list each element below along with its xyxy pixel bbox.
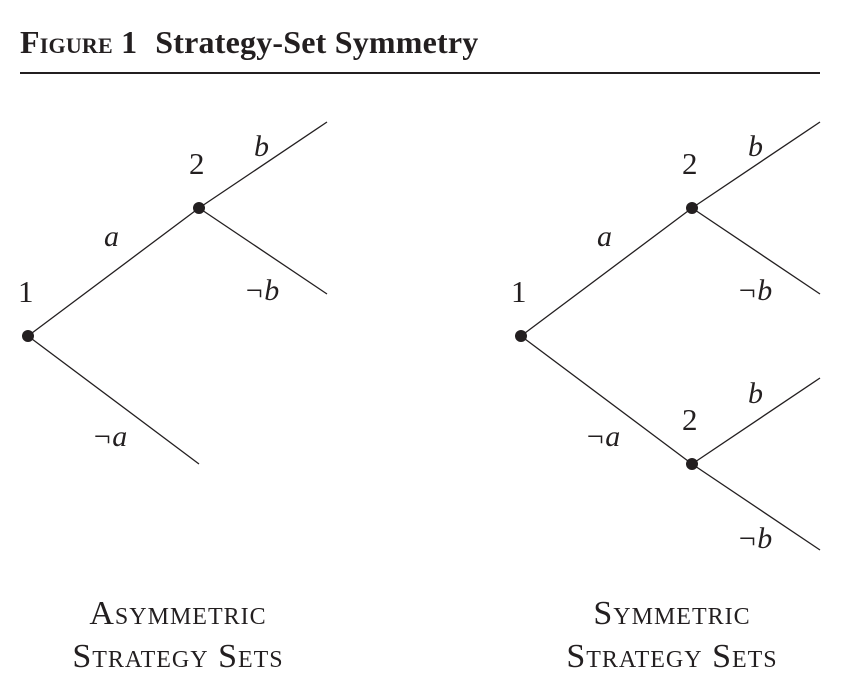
left-move-not-b-label: ¬b bbox=[244, 274, 279, 307]
left-move-not-a-label: ¬a bbox=[92, 420, 127, 453]
right-move-not-b-lower-label: ¬b bbox=[737, 522, 772, 555]
right-player2-upper-label: 2 bbox=[682, 146, 698, 181]
left-caption-line1: Asymmetric bbox=[89, 595, 267, 632]
left-edge-not-b bbox=[198, 207, 328, 295]
right-edge-not-b-lower bbox=[691, 463, 821, 551]
right-move-b-upper-label: b bbox=[748, 130, 763, 163]
left-edge-not-a bbox=[27, 335, 200, 465]
right-edge-a bbox=[520, 207, 693, 337]
left-edge-b bbox=[198, 121, 328, 209]
right-edge-not-a bbox=[520, 335, 693, 465]
right-move-b-lower-label: b bbox=[748, 377, 763, 410]
title-rule bbox=[20, 72, 820, 74]
left-player2-label: 2 bbox=[189, 146, 205, 181]
left-node-player1 bbox=[22, 330, 34, 342]
figure-title: Figure 1 Strategy-Set Symmetry bbox=[20, 24, 478, 61]
right-tree-edges bbox=[520, 121, 821, 551]
right-node-player2-lower bbox=[686, 458, 698, 470]
right-player2-lower-label: 2 bbox=[682, 402, 698, 437]
left-move-a-label: a bbox=[104, 220, 119, 253]
right-caption-line2: Strategy Sets bbox=[566, 638, 778, 675]
left-caption: Asymmetric Strategy Sets bbox=[28, 592, 328, 678]
right-edge-b-lower bbox=[691, 377, 821, 465]
left-caption-line2: Strategy Sets bbox=[72, 638, 284, 675]
left-move-b-label: b bbox=[254, 130, 269, 163]
figure-label: Figure 1 bbox=[20, 24, 138, 60]
left-tree-edges bbox=[27, 121, 328, 465]
right-edge-not-b-upper bbox=[691, 207, 821, 295]
right-caption: Symmetric Strategy Sets bbox=[522, 592, 822, 678]
left-edge-a bbox=[27, 207, 200, 337]
left-node-player2 bbox=[193, 202, 205, 214]
figure-heading: Strategy-Set Symmetry bbox=[155, 24, 479, 60]
right-node-player1 bbox=[515, 330, 527, 342]
right-move-a-label: a bbox=[597, 220, 612, 253]
left-player1-label: 1 bbox=[18, 274, 34, 309]
right-node-player2-upper bbox=[686, 202, 698, 214]
right-caption-line1: Symmetric bbox=[593, 595, 751, 632]
right-edge-b-upper bbox=[691, 121, 821, 209]
right-move-not-a-label: ¬a bbox=[585, 420, 620, 453]
right-move-not-b-upper-label: ¬b bbox=[737, 274, 772, 307]
right-player1-label: 1 bbox=[511, 274, 527, 309]
